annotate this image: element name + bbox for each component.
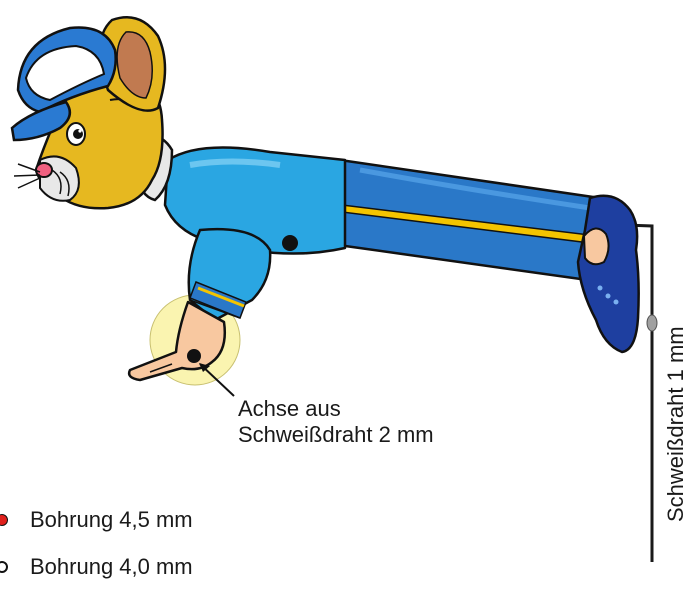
wire-label-text: Schweißdraht 1 mm [663,326,689,522]
legend-item-4-0mm: Bohrung 4,0 mm [0,554,193,580]
pants [338,160,602,282]
red-dot-icon [0,514,8,526]
legend-item-4-5mm: Bohrung 4,5 mm [0,507,193,533]
hand-axle-hole [187,349,201,363]
arm [129,229,270,380]
legend-label: Bohrung 4,0 mm [30,554,193,580]
hollow-dot-icon [0,561,8,573]
legend-label: Bohrung 4,5 mm [30,507,193,533]
wire-joint-marker [647,315,657,331]
shoe [578,196,639,352]
axle-label-line2: Schweißdraht 2 mm [238,422,434,448]
axle-label: Achse aus Schweißdraht 2 mm [238,396,434,448]
shoulder-axle-hole [282,235,298,251]
axle-label-line1: Achse aus [238,396,341,421]
